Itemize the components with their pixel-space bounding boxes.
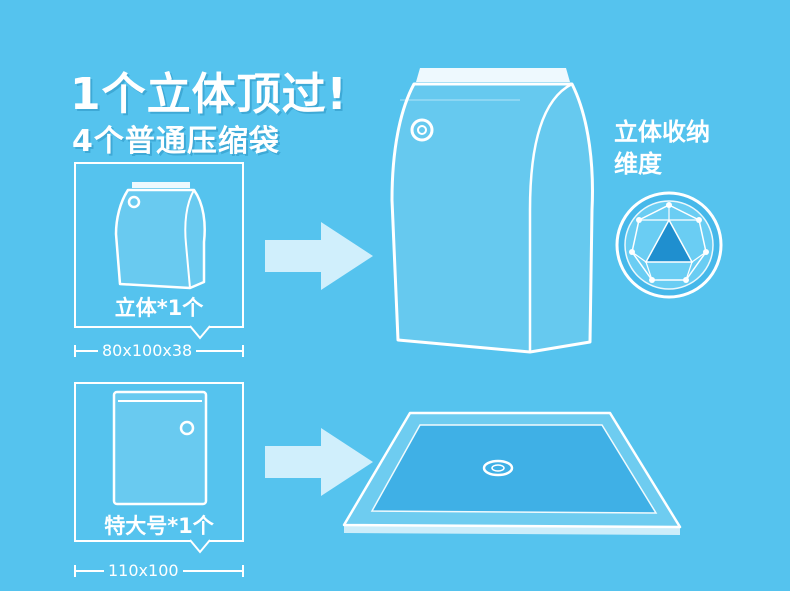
arrow-right-icon — [265, 222, 373, 290]
product-card-3d-bag: 立体*1个 — [74, 162, 244, 328]
headline-line-2: 4个普通压缩袋 — [72, 124, 280, 159]
dimension-text-flat: 110x100 — [104, 561, 183, 580]
product-card-flat-bag: 特大号*1个 — [74, 382, 244, 542]
valve-icon — [179, 420, 195, 436]
valve-icon — [410, 118, 434, 142]
headline-line-1: 1个立体顶过! — [70, 69, 348, 120]
valve-icon — [482, 459, 514, 477]
card-pointer-1 — [189, 325, 211, 340]
large-flat-bag-illustration — [342, 411, 682, 535]
feature-title-line-2: 维度 — [614, 150, 662, 178]
card-pointer-2 — [189, 539, 211, 554]
feature-title-line-1: 立体收纳 — [614, 118, 710, 146]
dimension-text-3d: 80x100x38 — [98, 341, 197, 360]
arrow-right-icon — [265, 428, 373, 496]
valve-icon — [127, 195, 141, 209]
product-label-3d: 立体*1个 — [114, 296, 204, 320]
large-3d-bag-illustration — [390, 68, 594, 354]
polyhedron-icon — [615, 191, 723, 299]
small-3d-bag-illustration — [114, 182, 206, 290]
small-flat-bag-illustration — [112, 390, 208, 506]
product-label-flat: 特大号*1个 — [104, 514, 214, 538]
